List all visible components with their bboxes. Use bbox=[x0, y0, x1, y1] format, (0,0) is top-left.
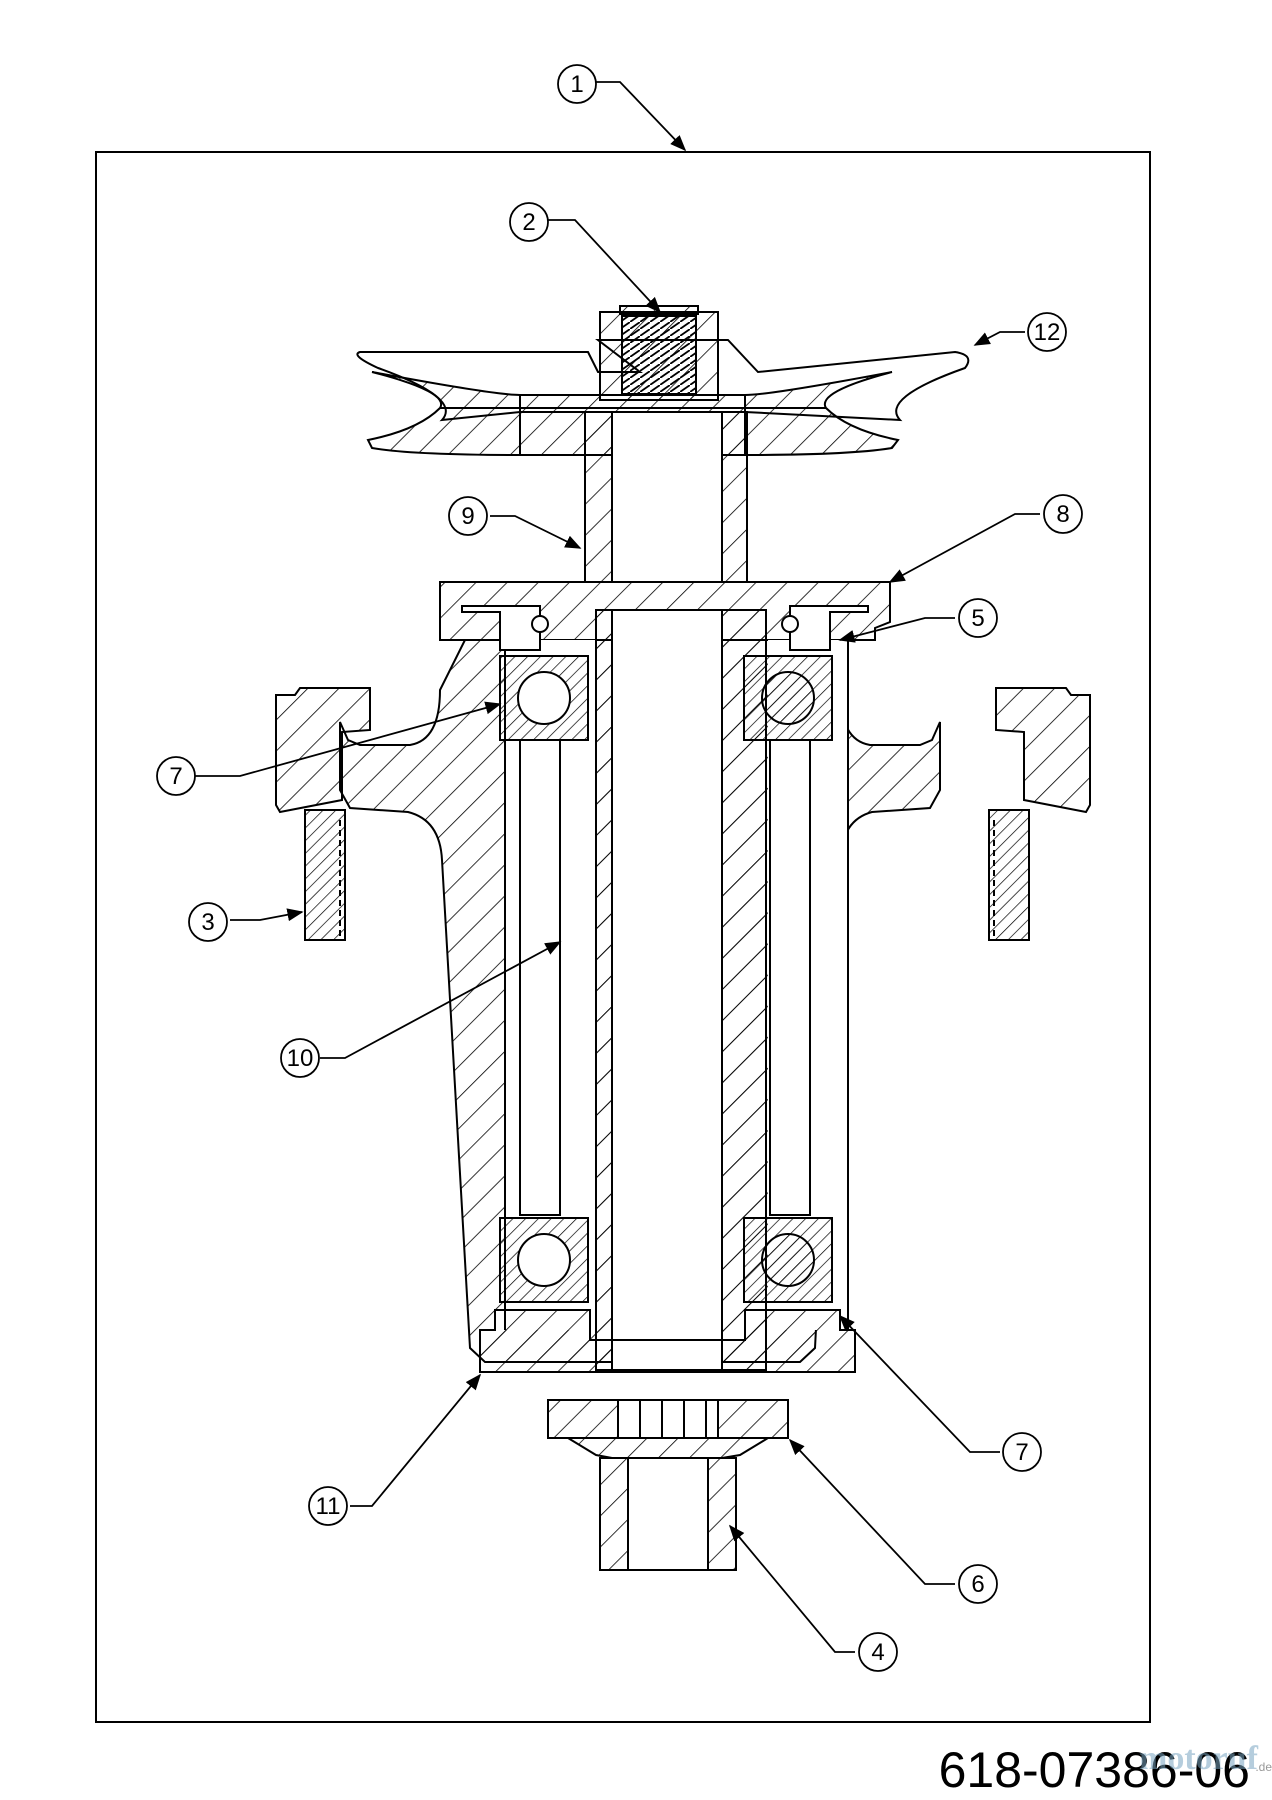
upper-bearing-7 bbox=[499, 655, 833, 741]
callout-7-lower: 7 bbox=[1002, 1432, 1042, 1472]
svg-text:2: 2 bbox=[522, 209, 535, 236]
callout-11: 11 bbox=[308, 1486, 348, 1526]
seal-5 bbox=[461, 605, 869, 651]
svg-text:7: 7 bbox=[1015, 1439, 1028, 1466]
adapter-4 bbox=[599, 1457, 737, 1571]
nut-2 bbox=[599, 305, 719, 401]
lower-bearing-7 bbox=[499, 1217, 833, 1303]
svg-text:10: 10 bbox=[287, 1045, 314, 1072]
callout-4: 4 bbox=[858, 1632, 898, 1672]
callout-12: 12 bbox=[1027, 312, 1067, 352]
watermark-suffix: .de bbox=[1255, 1760, 1272, 1774]
callout-5: 5 bbox=[958, 598, 998, 638]
callout-6: 6 bbox=[958, 1564, 998, 1604]
svg-text:9: 9 bbox=[461, 503, 474, 530]
callout-1: 1 bbox=[557, 64, 597, 104]
svg-text:5: 5 bbox=[971, 605, 984, 632]
callout-7-upper: 7 bbox=[156, 756, 196, 796]
callout-8: 8 bbox=[1043, 494, 1083, 534]
bottom-plate-11 bbox=[479, 1309, 856, 1373]
svg-text:3: 3 bbox=[201, 909, 214, 936]
drawing-frame bbox=[95, 151, 1151, 1723]
svg-text:12: 12 bbox=[1034, 319, 1061, 346]
shaft-10 bbox=[519, 581, 811, 1371]
callout-10: 10 bbox=[280, 1038, 320, 1078]
part-number-label: 618-07386-06 bbox=[938, 1742, 1250, 1798]
svg-text:4: 4 bbox=[871, 1639, 884, 1666]
callout-3: 3 bbox=[188, 902, 228, 942]
leader-lines bbox=[195, 81, 1040, 1653]
watermark-logo: motoruf bbox=[1139, 1740, 1258, 1777]
callout-2: 2 bbox=[509, 202, 549, 242]
svg-text:7: 7 bbox=[169, 763, 182, 790]
hub-6 bbox=[547, 1399, 789, 1459]
svg-text:11: 11 bbox=[316, 1493, 341, 1520]
spacer-9 bbox=[584, 411, 748, 583]
svg-text:1: 1 bbox=[570, 71, 583, 98]
bolt-3 bbox=[275, 687, 1091, 941]
callout-9: 9 bbox=[448, 496, 488, 536]
svg-text:8: 8 bbox=[1056, 501, 1069, 528]
svg-text:6: 6 bbox=[971, 1571, 984, 1598]
